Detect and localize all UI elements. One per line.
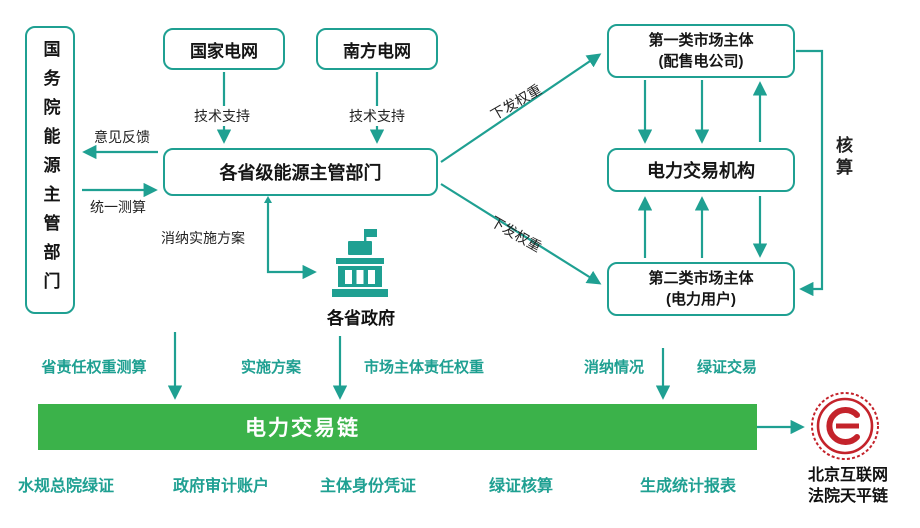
court-name: 北京互联网 法院天平链 <box>808 466 888 508</box>
node-provincial-energy-dept: 各省级能源主管部门 <box>163 148 438 196</box>
node-power-trading-institution-label: 电力交易机构 <box>647 161 755 181</box>
output-label-identity-credential: 主体身份凭证 <box>319 478 417 495</box>
label-consumption-plan: 消纳实施方案 <box>161 230 245 246</box>
node-state-grid: 国家电网 <box>163 28 285 70</box>
label-tech-support-left: 技术支持 <box>191 106 253 126</box>
court-name-line1: 北京互联网 <box>807 467 889 484</box>
node-southern-grid-label: 南方电网 <box>343 41 411 61</box>
node-state-grid-label: 国家电网 <box>190 41 258 61</box>
node-provincial-energy-dept-label: 各省级能源主管部门 <box>219 163 382 183</box>
flow-label-consumption-status: 消纳情况 <box>583 359 645 376</box>
power-trading-chain-label: 电力交易链 <box>245 417 360 440</box>
node-market-type1: 第一类市场主体 (配售电公司) <box>607 24 795 78</box>
label-tech-support-right: 技术支持 <box>346 106 408 126</box>
output-label-statistical-reports: 生成统计报表 <box>639 478 737 495</box>
node-power-trading-institution: 电力交易机构 <box>607 148 795 192</box>
label-unified-measure: 统一测算 <box>90 199 146 215</box>
node-market-type1-line2: (配售电公司) <box>658 53 744 70</box>
flow-label-implementation-plan: 实施方案 <box>240 359 302 376</box>
flow-label-market-entity-weight: 市场主体责任权重 <box>363 359 485 376</box>
output-label-gov-audit-account: 政府审计账户 <box>172 478 270 495</box>
power-trading-chain-bar: 电力交易链 <box>38 404 757 450</box>
provincial-government-label: 各省政府 <box>327 309 395 328</box>
node-market-type1-line1: 第一类市场主体 <box>648 32 754 49</box>
flow-label-provincial-weight-measure: 省责任权重测算 <box>41 359 147 376</box>
label-accounting: 核算 <box>833 136 852 180</box>
flow-label-green-cert-trading: 绿证交易 <box>696 359 758 376</box>
node-southern-grid: 南方电网 <box>316 28 438 70</box>
output-label-green-cert-accounting: 绿证核算 <box>488 478 554 495</box>
court-name-line2: 法院天平链 <box>807 487 889 505</box>
node-state-council: 国务院能源主管部门 <box>25 26 75 314</box>
node-state-council-label: 国务院能源主管部门 <box>40 39 60 301</box>
node-market-type2: 第二类市场主体 (电力用户) <box>607 262 795 316</box>
node-market-type2-line2: (电力用户) <box>666 291 736 308</box>
node-market-type2-line1: 第二类市场主体 <box>648 270 754 287</box>
label-feedback: 意见反馈 <box>94 129 150 145</box>
provincial-government-building-icon <box>322 226 398 302</box>
tianping-chain-logo-icon <box>809 390 881 462</box>
output-label-water-institute-cert: 水规总院绿证 <box>17 478 115 495</box>
